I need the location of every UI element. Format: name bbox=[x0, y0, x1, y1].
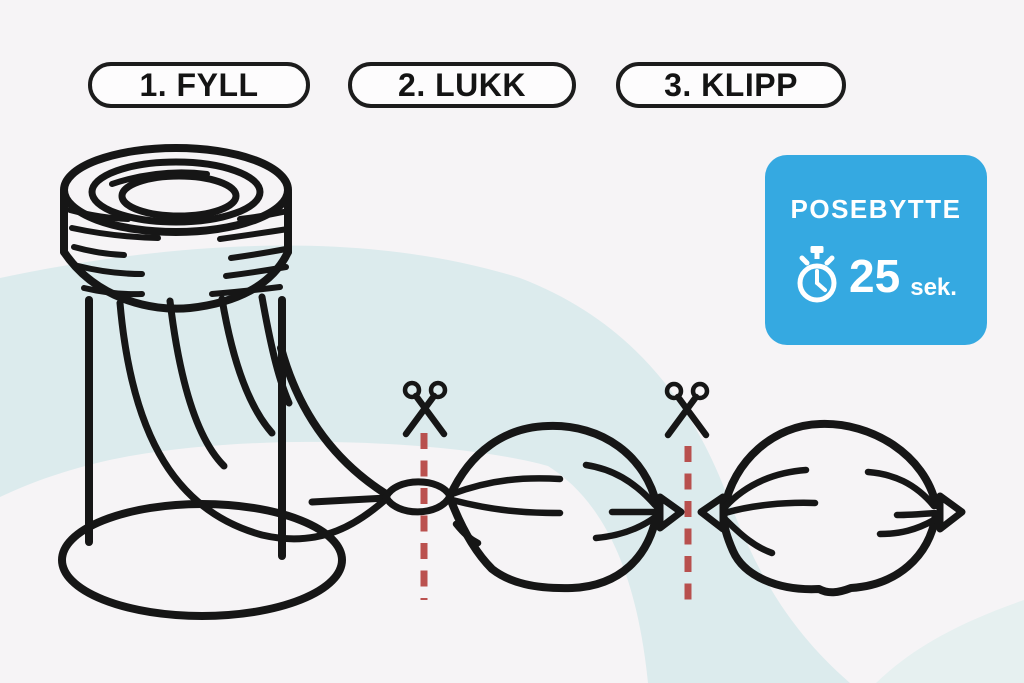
twist-knot bbox=[382, 478, 454, 516]
bag-2-tail-tip-right bbox=[936, 492, 966, 533]
bag-1-tail-tip bbox=[656, 493, 685, 532]
step-pill-close: 2. LUKK bbox=[348, 62, 576, 108]
badge-time-unit: sek. bbox=[910, 273, 957, 301]
liner-folds bbox=[116, 293, 390, 543]
badge-time-row: 25 sek. bbox=[795, 245, 957, 307]
stopwatch-icon bbox=[797, 245, 837, 302]
bag-2-gather-lines bbox=[721, 466, 939, 557]
step-pill-fill: 1. FYLL bbox=[88, 62, 310, 108]
bag-2 bbox=[697, 419, 966, 597]
step-pill-cut-label: 3. KLIPP bbox=[664, 66, 798, 103]
cassette-figure bbox=[58, 144, 390, 620]
badge-time-value: 25 bbox=[849, 249, 901, 302]
step-pill-cut: 3. KLIPP bbox=[616, 62, 846, 108]
bag-1-gather-lines bbox=[448, 461, 659, 547]
bag-1 bbox=[446, 421, 685, 593]
background-swoosh bbox=[0, 245, 1024, 683]
badge-title: POSEBYTTE bbox=[790, 193, 962, 224]
step-pill-close-label: 2. LUKK bbox=[398, 66, 526, 103]
cap-ribs bbox=[67, 207, 291, 298]
step-pill-fill-label: 1. FYLL bbox=[139, 66, 259, 103]
bag-change-badge: POSEBYTTE 25 sek. bbox=[765, 155, 987, 345]
